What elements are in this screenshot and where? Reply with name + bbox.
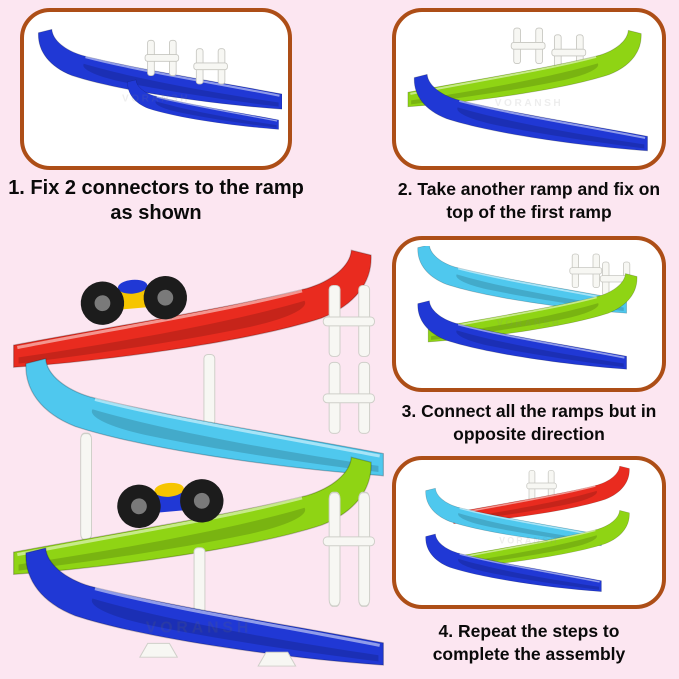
step-3-caption: 3. Connect all the ramps but in opposite… [401,401,657,444]
car-body [117,279,148,294]
photo-watermark: VORANSH [146,620,252,637]
step-1-photo-frame: VORANSH [20,8,292,170]
step-3-photo-frame: VORANSH [392,236,666,392]
support-pillar [203,353,216,426]
photo-watermark: VORANSH [499,536,559,546]
step-1-caption: 1. Fix 2 connectors to the ramp as shown [8,177,304,224]
step-2-photo: VORANSH [406,27,649,152]
red-ramp [12,248,373,369]
connector-icon [193,48,228,85]
car-wheel-hub [193,492,210,509]
car-body [154,482,184,497]
assembled-product-photo-frame: VORANSH [6,246,392,670]
support-crossbar [322,393,376,404]
step-3-photo: VORANSH [416,246,638,371]
support-pillar [357,491,371,607]
step-2-photo-frame: VORANSH [392,8,666,170]
support-pillar [328,491,341,607]
assembled-product-photo: VORANSH [12,248,385,667]
connector-icon [144,39,180,76]
photo-watermark: VORANSH [122,94,190,105]
photo-watermark: VORANSH [497,318,562,329]
connector-icon [569,253,603,289]
support-pillar [193,547,206,620]
toy-car [117,479,224,529]
base-foot [139,642,178,658]
step-4-photo: VORANSH [424,466,631,593]
support-crossbar [322,536,376,547]
car-wheel-hub [131,498,147,515]
step-4-photo-frame: VORANSH [392,456,666,609]
support-pillar [79,432,93,541]
car-wheel-hub [94,295,111,312]
step-2-caption: 2. Take another ramp and fix on top of t… [397,179,661,222]
step-1-photo: VORANSH [37,28,282,130]
step-4-caption: 4. Repeat the steps to complete the asse… [432,621,626,664]
connector-icon [510,27,546,65]
photo-watermark: VORANSH [495,98,564,109]
support-crossbar [322,316,376,327]
car-wheel-hub [157,289,174,306]
toy-car [80,276,188,325]
